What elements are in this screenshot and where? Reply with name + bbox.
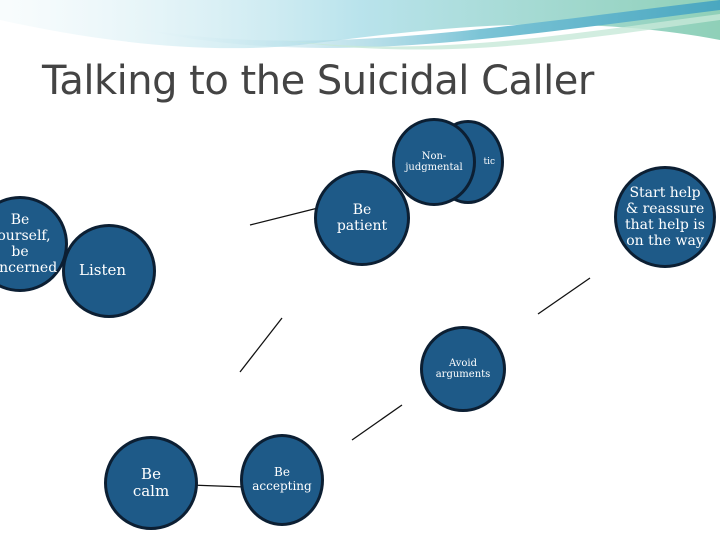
node-listen: Listen bbox=[62, 224, 156, 318]
connector-line bbox=[250, 208, 318, 225]
node-nonjudgmental: Non- judgmental bbox=[392, 118, 476, 206]
connector-line bbox=[352, 405, 402, 440]
node-be-patient-label: Be patient bbox=[337, 202, 387, 234]
node-nonjudgmental-label: Non- judgmental bbox=[405, 151, 462, 174]
node-be-patient: Be patient bbox=[314, 170, 410, 266]
node-listen-label: Listen bbox=[79, 262, 126, 279]
connector-line bbox=[190, 485, 245, 487]
connector-line bbox=[240, 318, 282, 372]
node-start-help: Start help & reassure that help is on th… bbox=[614, 166, 716, 268]
node-be-accepting: Be accepting bbox=[240, 434, 324, 526]
node-avoid-arguments: Avoid arguments bbox=[420, 326, 506, 412]
node-be-accepting-label: Be accepting bbox=[252, 466, 311, 494]
node-empathic-label: tic bbox=[483, 157, 495, 167]
node-start-help-label: Start help & reassure that help is on th… bbox=[625, 185, 705, 249]
connector-line bbox=[538, 278, 590, 314]
node-avoid-arguments-label: Avoid arguments bbox=[436, 358, 491, 381]
node-be-calm-label: Be calm bbox=[133, 466, 169, 501]
node-be-yourself-label: Be yourself, be concerned bbox=[0, 212, 57, 276]
node-be-calm: Be calm bbox=[104, 436, 198, 530]
